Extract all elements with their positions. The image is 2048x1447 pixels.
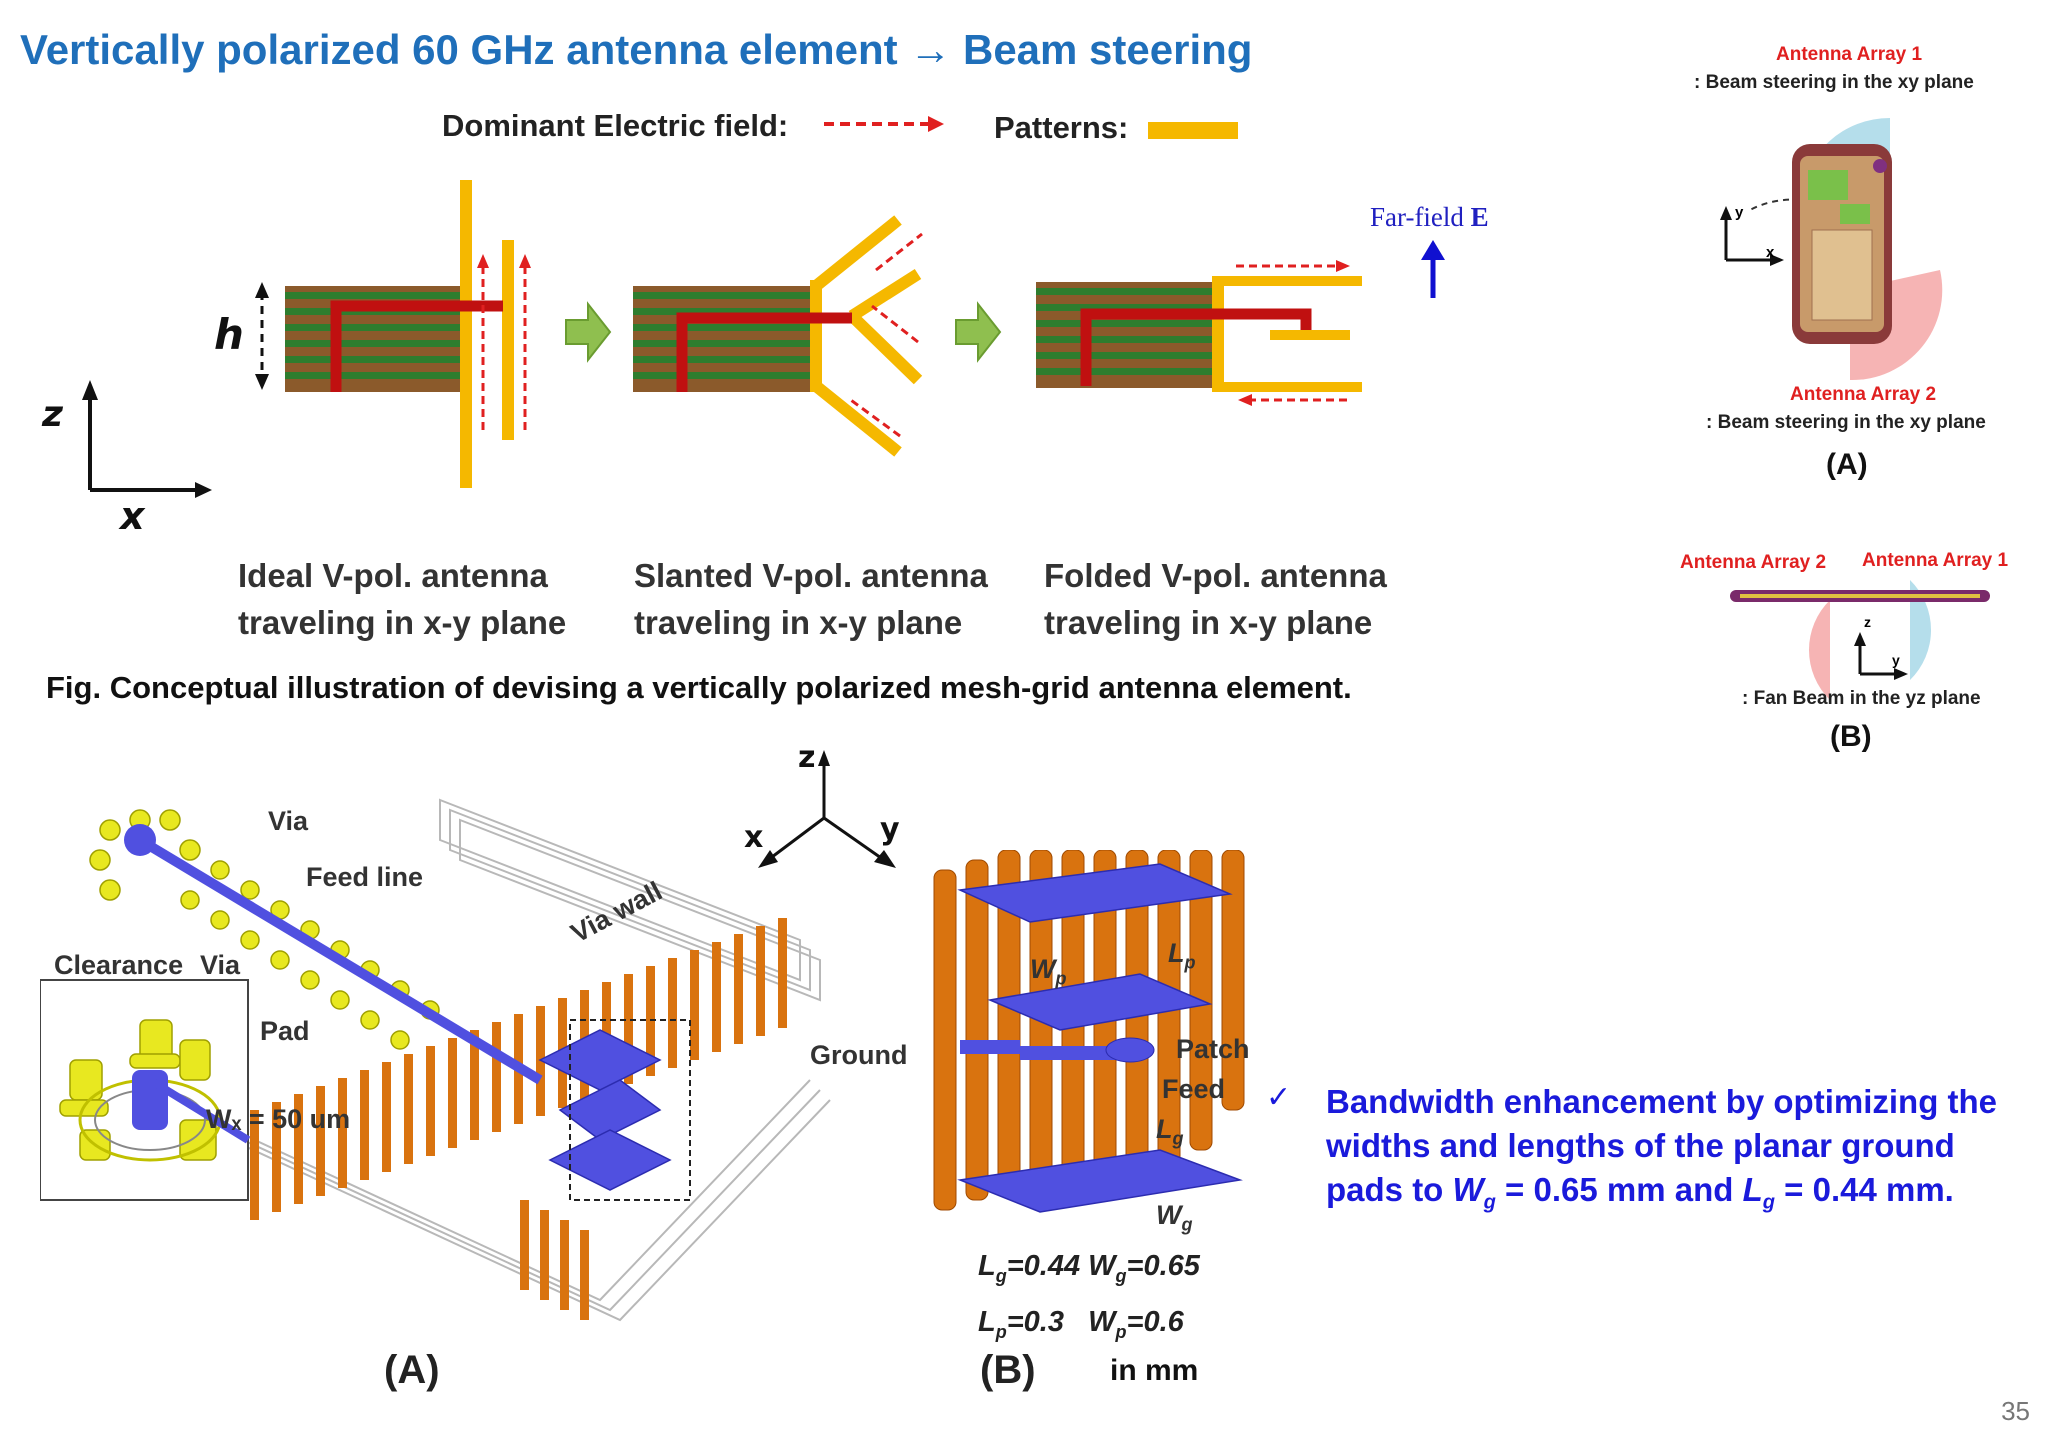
phone-top-view [1720,117,1943,381]
array1-label: Antenna Array 1 [1776,44,1923,65]
panel-a-y-axis: y [1735,204,1744,221]
panel-a-x-axis: x [1766,244,1775,261]
panel-b-label: (B) [1830,720,1872,753]
wp-label: Wp [1030,954,1067,989]
farfield-arrow [1421,240,1445,298]
feed-line-label: Feed line [306,862,424,892]
axis3d-z: z [798,740,816,775]
h-dimension-marker [255,282,269,390]
patterns-legend-label: Patterns: [994,110,1129,145]
b-desc: : Fan Beam in the yz plane [1742,688,1981,709]
axis3d-x: x [744,820,764,855]
efield-legend-arrow [824,116,944,132]
xz-axes [82,380,212,498]
green-arrow-1 [565,301,612,363]
array2-label: Antenna Array 2 [1790,384,1937,405]
x-axis-label: x [120,494,145,538]
lp-label: Lp [1168,938,1196,973]
slanted-vpol-antenna [633,215,923,457]
patch-stack-figure [933,850,1245,1213]
folded-vpol-antenna [1036,260,1362,406]
b-array1-label: Antenna Array 1 [1862,550,2009,571]
bottom-a-label: (A) [384,1348,440,1392]
green-arrow-2 [955,301,1002,363]
ideal-vpol-antenna [285,180,531,488]
pad-label: Pad [260,1016,310,1046]
mesh-grid-3d-figure [40,798,831,1322]
h-label: h [214,310,244,359]
via2-label: Via [200,950,241,980]
panel-b-z-axis: z [1864,614,1871,630]
check-icon: ✓ [1266,1081,1292,1114]
xyz-axes [758,750,896,868]
antenna-concept-figure [82,180,1362,498]
array2-desc: : Beam steering in the xy plane [1706,412,1986,433]
dims-row-2: Lp=0.3 Wp=0.6 [978,1306,1184,1342]
phone-side-view [1730,580,1990,700]
feed-label: Feed [1162,1074,1226,1104]
slide-title: Vertically polarized 60 GHz antenna elem… [20,26,1253,73]
wg-label: Wg [1156,1200,1193,1235]
page-number: 35 [2001,1396,2030,1426]
ground-label: Ground [810,1040,908,1070]
panel-b-y-axis: y [1892,652,1900,668]
axis3d-y: y [880,812,900,847]
efield-legend-label: Dominant Electric field: [442,108,789,143]
z-axis-label: z [42,394,63,435]
pattern-legend-swatch [1148,122,1238,139]
clearance-label: Clearance [54,950,184,980]
farfield-label: Far-field E [1370,202,1489,232]
b-array2-label: Antenna Array 2 [1680,552,1827,573]
wf-label: Wₓ = 50 um [206,1104,351,1134]
unit-label: in mm [1110,1354,1199,1387]
figure-caption: Fig. Conceptual illustration of devising… [46,670,1352,705]
via-label: Via [268,806,309,836]
panel-a-label: (A) [1826,448,1868,481]
patch-label: Patch [1176,1034,1250,1064]
dims-row-1: Lg=0.44 Wg=0.65 [978,1250,1200,1286]
array1-desc: : Beam steering in the xy plane [1694,72,1974,93]
bandwidth-note: Bandwidth enhancement by optimizing the … [1326,1083,1998,1214]
lg-label: Lg [1156,1114,1184,1149]
bottom-b-label: (B) [980,1348,1036,1392]
